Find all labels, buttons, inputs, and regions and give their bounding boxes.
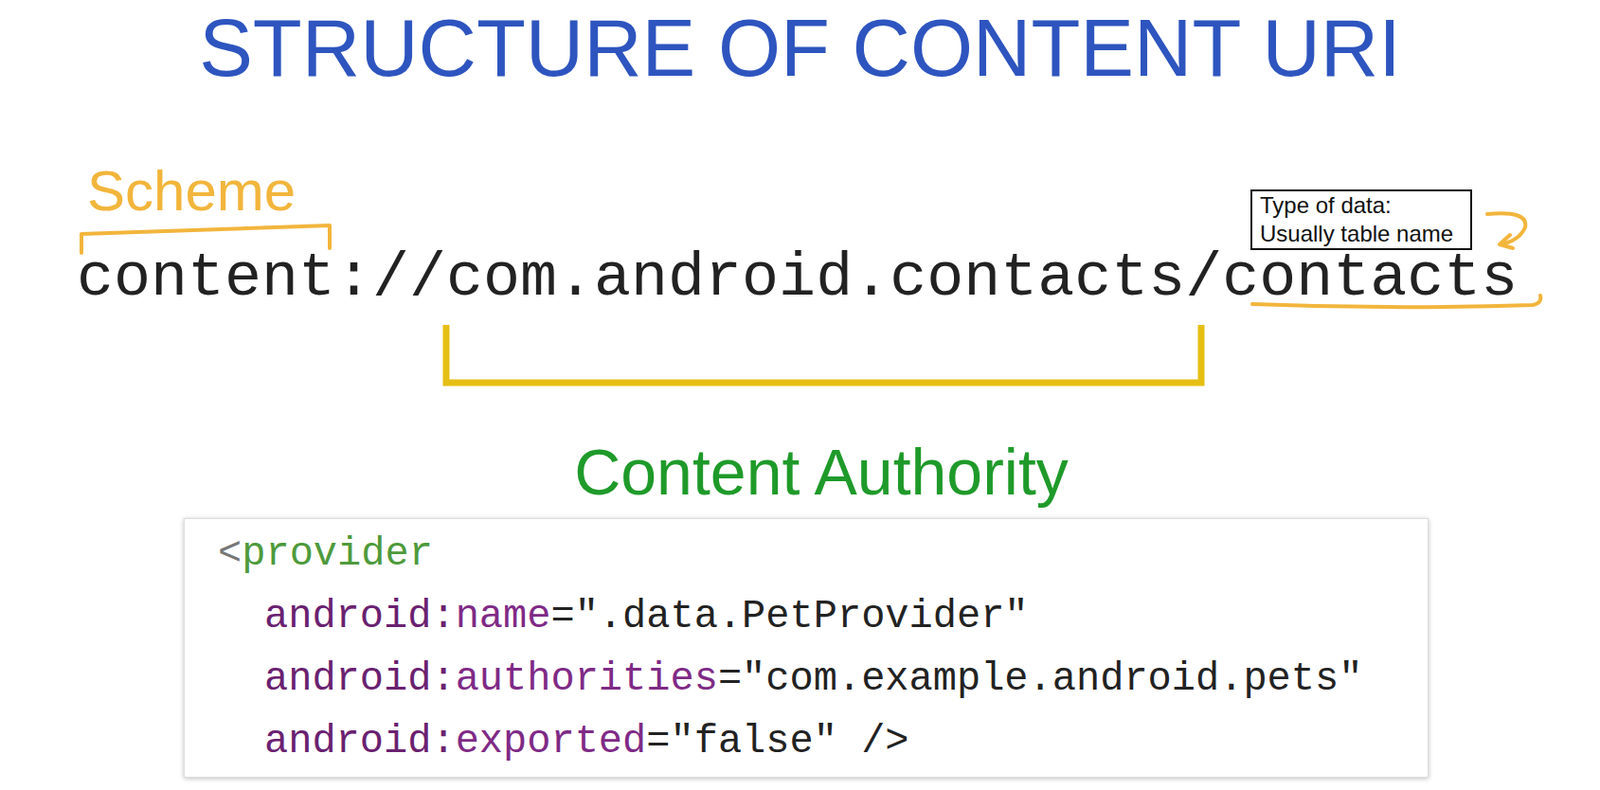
code-token: /> — [861, 719, 909, 765]
scheme-label: Scheme — [87, 162, 296, 220]
code-token: <provider — [217, 531, 433, 577]
code-space — [432, 531, 457, 577]
authority-bracket — [446, 324, 1202, 383]
code-fragment: android: — [264, 719, 456, 765]
code-fragment: exported — [455, 719, 648, 765]
code-fragment: = — [550, 593, 575, 640]
code-fragment: "false" — [670, 719, 838, 765]
code-fragment: android: — [264, 593, 456, 640]
note-box: Type of data: Usually table name — [1250, 189, 1473, 251]
code-fragment: < — [217, 531, 242, 577]
code-token: android:name=".data.PetProvider" — [264, 593, 1029, 640]
code-fragment: authorities — [455, 656, 719, 702]
note-text: Type of data: Usually table name — [1259, 191, 1463, 249]
code-fragment: name — [455, 593, 552, 640]
authority-label: Content Authority — [574, 439, 1069, 504]
code-token: android:authorities="com.example.android… — [264, 656, 1363, 702]
code-space — [1028, 593, 1053, 640]
code-fragment: /> — [861, 719, 909, 765]
diagram-title: STRUCTURE OF CONTENT URI — [0, 7, 1600, 89]
code-fragment: = — [646, 719, 670, 765]
code-text: <provider android:name=".data.PetProvide… — [217, 522, 1400, 774]
code-fragment: provider — [241, 531, 433, 577]
code-box: <provider android:name=".data.PetProvide… — [183, 518, 1429, 778]
uri-text: content://com.android.contacts/contacts — [76, 248, 1518, 310]
code-fragment: ".data.PetProvider" — [575, 593, 1029, 640]
code-fragment: = — [718, 656, 742, 702]
code-fragment: android: — [264, 656, 456, 702]
code-space — [1362, 656, 1386, 702]
leader-arrowhead — [1499, 234, 1513, 249]
code-fragment: "com.example.android.pets" — [741, 656, 1363, 702]
code-space — [837, 719, 862, 765]
code-token: android:exported="false" — [264, 719, 838, 765]
